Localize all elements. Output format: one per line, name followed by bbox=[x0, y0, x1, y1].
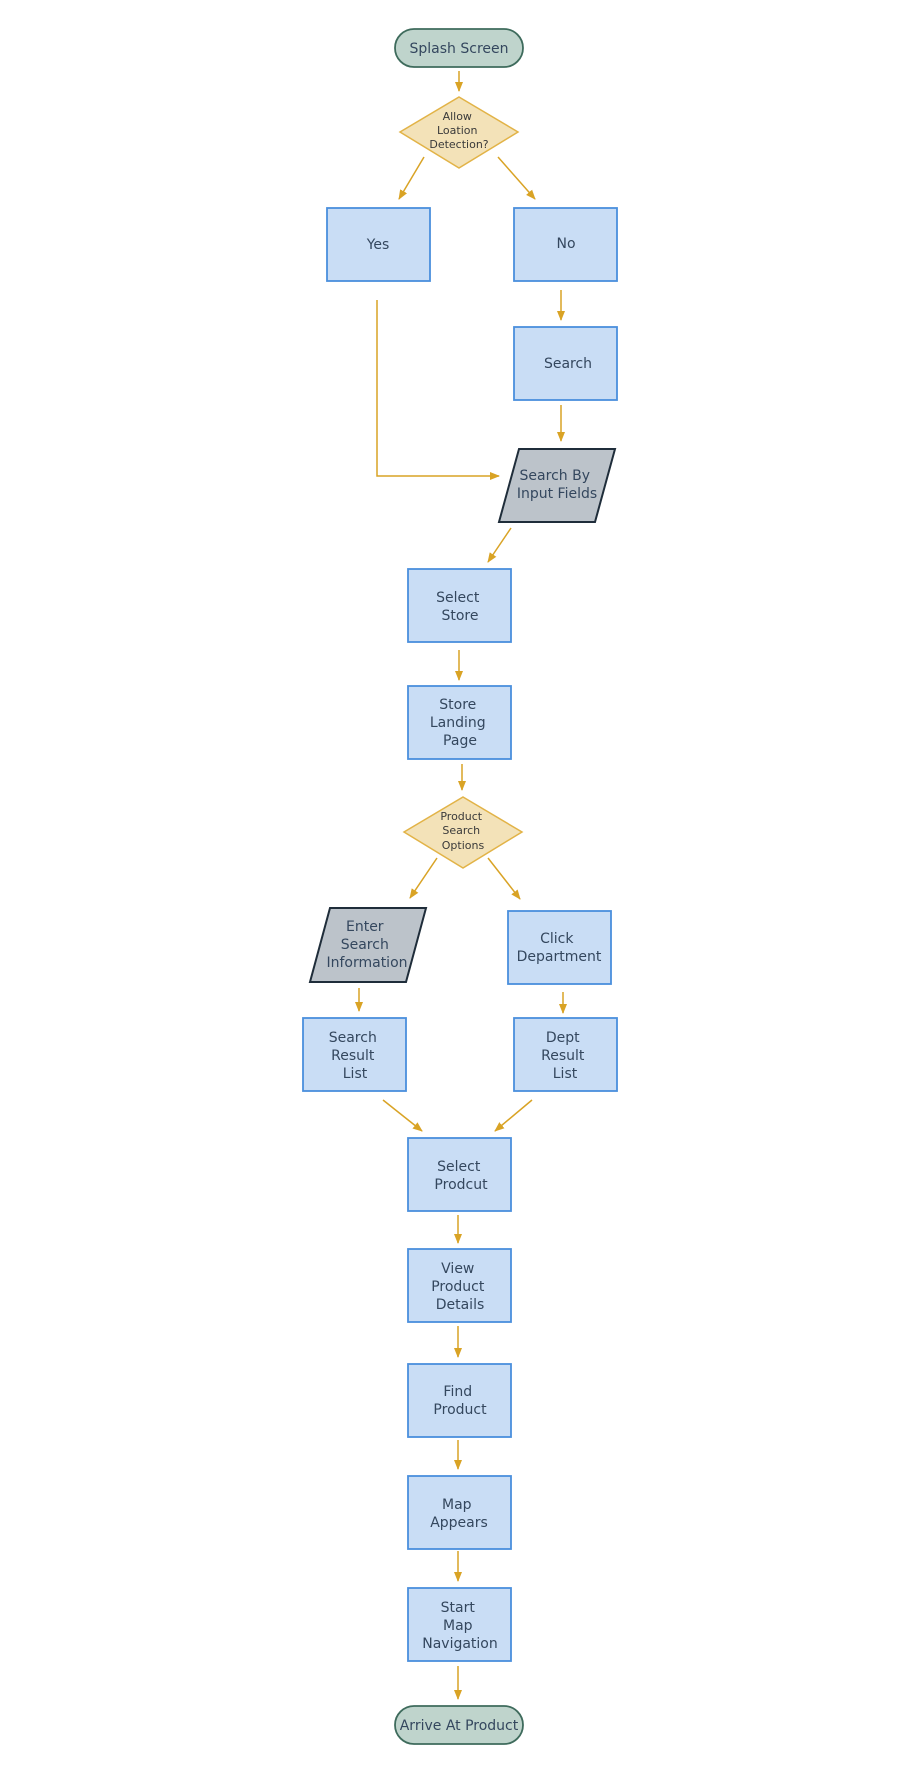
node-label: Select Prodcut bbox=[434, 1159, 488, 1193]
decision-shape bbox=[402, 796, 524, 869]
node-find-product[interactable]: Find Product bbox=[407, 1363, 512, 1438]
node-label: Dept Result List bbox=[541, 1030, 589, 1082]
node-map-appears[interactable]: Map Appears bbox=[407, 1475, 512, 1550]
edge-allow-to-yes bbox=[398, 156, 425, 200]
node-dept-result-list[interactable]: Dept Result List bbox=[513, 1017, 618, 1092]
node-label: Map Appears bbox=[430, 1497, 488, 1531]
node-view-product-details[interactable]: View Product Details bbox=[407, 1248, 512, 1323]
process-shape bbox=[407, 1475, 512, 1550]
edge-yes-to-input bbox=[376, 300, 500, 480]
process-shape bbox=[407, 1363, 512, 1438]
node-search-by-input-fields[interactable]: Search By Input Fields bbox=[497, 448, 617, 523]
node-start-map-navigation[interactable]: Start Map Navigation bbox=[407, 1587, 512, 1662]
process-shape bbox=[513, 1017, 618, 1092]
terminal-shape bbox=[394, 28, 524, 68]
node-label: Store Landing Page bbox=[430, 697, 490, 749]
edges bbox=[355, 71, 567, 1700]
node-splash-screen[interactable]: Splash Screen bbox=[394, 28, 524, 68]
node-search[interactable]: Search bbox=[513, 326, 618, 401]
node-yes[interactable]: Yes bbox=[326, 207, 431, 282]
process-shape bbox=[507, 910, 612, 985]
node-allow-location-decision[interactable]: Allow Loation Detection? bbox=[398, 96, 520, 169]
terminal-shape bbox=[394, 1705, 524, 1745]
node-label: Search By Input Fields bbox=[517, 468, 597, 502]
process-shape bbox=[513, 326, 618, 401]
process-shape bbox=[407, 1248, 512, 1323]
node-label: No bbox=[556, 236, 575, 252]
node-label: Allow Loation Detection? bbox=[429, 110, 488, 151]
node-product-search-options-decision[interactable]: Product Search Options bbox=[402, 796, 524, 869]
process-shape bbox=[407, 685, 512, 760]
edge-result-to-select-product bbox=[382, 1099, 423, 1132]
node-label: Yes bbox=[366, 237, 390, 253]
node-label: Start Map Navigation bbox=[422, 1600, 498, 1652]
node-no[interactable]: No bbox=[513, 207, 618, 282]
node-select-product[interactable]: Select Prodcut bbox=[407, 1137, 512, 1212]
decision-shape bbox=[398, 96, 520, 169]
process-shape bbox=[407, 1587, 512, 1662]
node-store-landing-page[interactable]: Store Landing Page bbox=[407, 685, 512, 760]
node-label: Arrive At Product bbox=[400, 1718, 519, 1734]
node-label: Product Search Options bbox=[440, 810, 485, 852]
node-label: Find Product bbox=[433, 1384, 487, 1418]
process-shape bbox=[302, 1017, 407, 1092]
node-label: Click Department bbox=[517, 931, 602, 965]
process-shape bbox=[326, 207, 431, 282]
edge-options-to-enter bbox=[409, 857, 438, 899]
node-label: Search bbox=[544, 356, 592, 372]
node-label: Enter Search Information bbox=[326, 919, 407, 971]
process-shape bbox=[407, 568, 512, 643]
edge-input-to-select-store bbox=[487, 527, 512, 563]
edge-dept-result-to-select-product bbox=[494, 1099, 533, 1132]
node-enter-search-information[interactable]: Enter Search Information bbox=[308, 907, 428, 983]
node-click-department[interactable]: Click Department bbox=[507, 910, 612, 985]
io-shape bbox=[497, 448, 617, 523]
node-search-result-list[interactable]: Search Result List bbox=[302, 1017, 407, 1092]
node-label: View Product Details bbox=[431, 1261, 489, 1313]
edge-options-to-click-dept bbox=[487, 857, 521, 900]
node-select-store[interactable]: Select Store bbox=[407, 568, 512, 643]
node-label: Search Result List bbox=[329, 1030, 382, 1082]
io-shape bbox=[308, 907, 428, 983]
node-label: Splash Screen bbox=[410, 41, 509, 57]
node-label: Select Store bbox=[436, 590, 484, 624]
process-shape bbox=[513, 207, 618, 282]
nodes: Splash Screen Allow Loation Detection? Y… bbox=[302, 28, 618, 1745]
process-shape bbox=[407, 1137, 512, 1212]
edge-allow-to-no bbox=[497, 156, 536, 200]
node-arrive-at-product[interactable]: Arrive At Product bbox=[394, 1705, 524, 1745]
